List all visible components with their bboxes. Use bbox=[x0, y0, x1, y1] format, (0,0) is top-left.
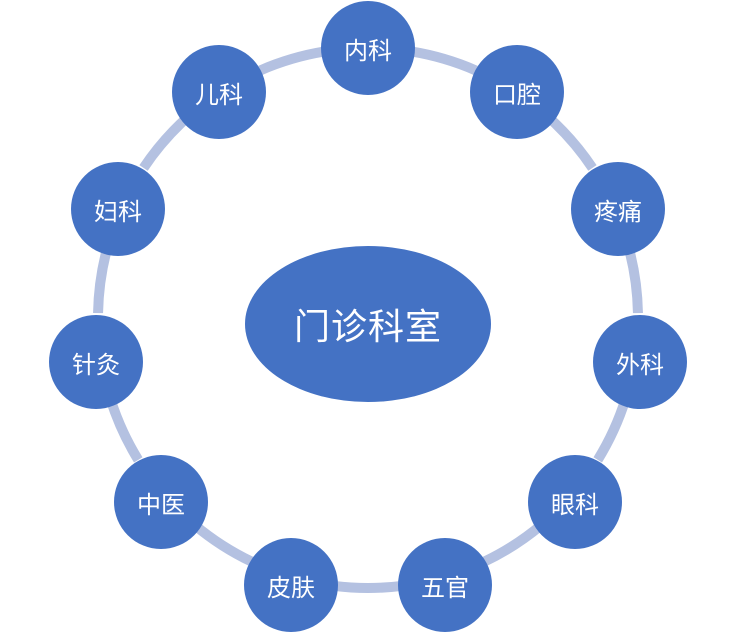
ring-arc bbox=[191, 521, 254, 567]
center-title: 门诊科室 bbox=[293, 307, 442, 348]
node-zhongyi: 中医 bbox=[114, 455, 208, 549]
node-erke: 儿科 bbox=[172, 45, 266, 139]
node-label: 针灸 bbox=[72, 350, 120, 379]
node-label: 疼痛 bbox=[594, 197, 642, 226]
ring-arc bbox=[545, 113, 597, 171]
node-label: 口腔 bbox=[493, 80, 541, 109]
node-neike: 内科 bbox=[321, 1, 415, 95]
node-fuke: 妇科 bbox=[71, 162, 165, 256]
ring-arc bbox=[623, 245, 643, 314]
ring-arc bbox=[410, 46, 478, 76]
node-label: 儿科 bbox=[195, 80, 243, 109]
node-label: 内科 bbox=[344, 36, 392, 65]
ring-arc bbox=[258, 46, 326, 76]
node-label: 眼科 bbox=[551, 490, 599, 519]
center-ellipse: 门诊科室 bbox=[245, 246, 491, 402]
node-label: 妇科 bbox=[94, 197, 142, 226]
ring-arc bbox=[139, 113, 191, 171]
ring-arc bbox=[482, 521, 545, 567]
node-label: 五官 bbox=[421, 573, 469, 602]
node-pifu: 皮肤 bbox=[244, 538, 338, 632]
ring-arc bbox=[105, 397, 143, 463]
node-label: 外科 bbox=[616, 350, 664, 379]
ring-arc bbox=[593, 397, 631, 463]
ring-arc bbox=[93, 245, 113, 314]
node-label: 皮肤 bbox=[267, 573, 315, 602]
node-label: 中医 bbox=[137, 490, 185, 519]
node-yanke: 眼科 bbox=[528, 455, 622, 549]
node-wuguan: 五官 bbox=[398, 538, 492, 632]
node-zhenjiu: 针灸 bbox=[49, 315, 143, 409]
node-tengtong: 疼痛 bbox=[571, 162, 665, 256]
ring-arc bbox=[333, 580, 403, 593]
node-kouqiang: 口腔 bbox=[470, 45, 564, 139]
node-waike: 外科 bbox=[593, 315, 687, 409]
